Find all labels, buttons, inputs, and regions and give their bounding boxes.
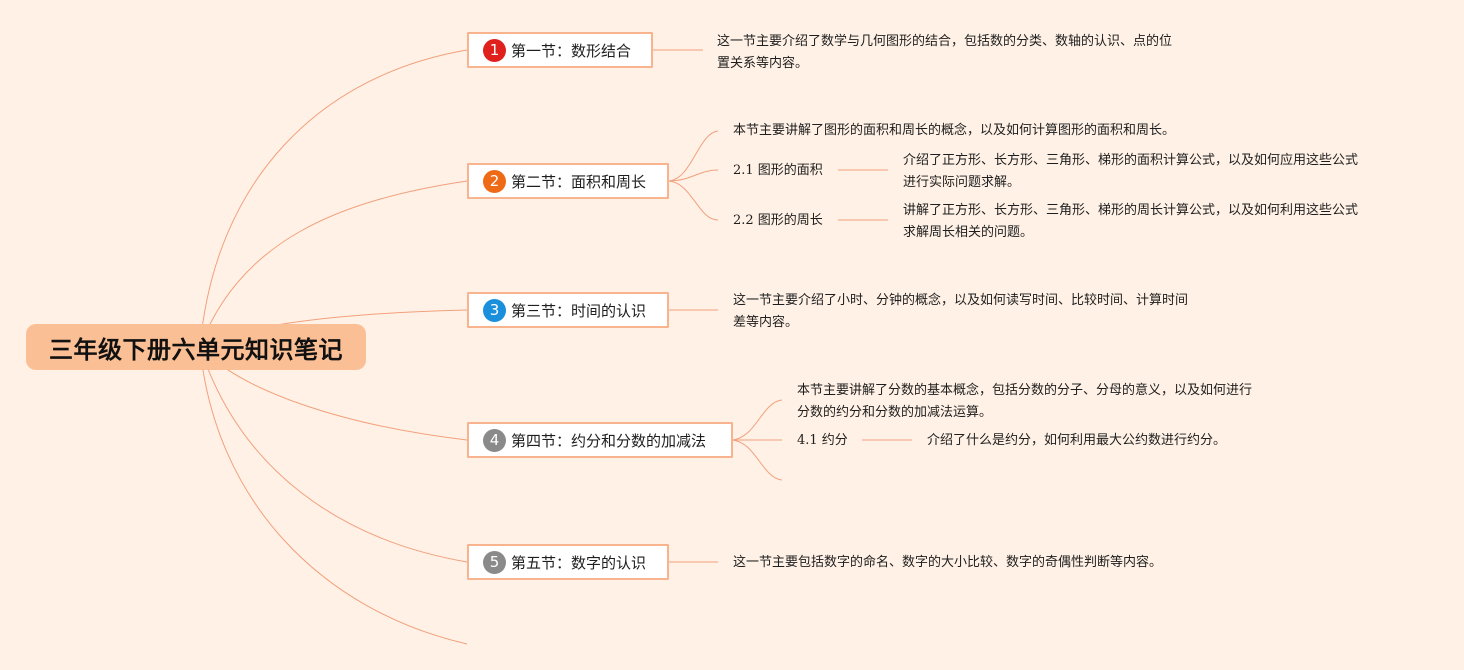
topic-1[interactable]: 1 第一节：数形结合: [467, 32, 653, 68]
connector-topic2-sub1: [667, 169, 719, 182]
note-line: 这一节主要介绍了小时、分钟的概念，以及如何读写时间、比较时间、计算时间: [733, 293, 1189, 308]
topic-3-note[interactable]: 这一节主要介绍了小时、分钟的概念，以及如何读写时间、比较时间、计算时间 差等内容…: [733, 290, 1188, 334]
connector-root-topic5: [199, 346, 468, 563]
note-line: 介绍了正方形、长方形、三角形、梯形的面积计算公式，以及如何应用这些公式: [903, 153, 1359, 168]
topic-5-label: 第五节：数字的认识: [511, 553, 647, 572]
number-badge-3: 3: [483, 298, 506, 322]
topic-4-label: 第四节：约分和分数的加减法: [511, 431, 707, 450]
topic-1-note[interactable]: 这一节主要介绍了数学与几何图形的结合，包括数的分类、数轴的认识、点的位 置关系等…: [717, 31, 1172, 75]
note-line: 本节主要讲解了图形的面积和周长的概念，以及如何计算图形的面积和周长。: [733, 123, 1176, 138]
topic-2-label: 第二节：面积和周长: [511, 172, 647, 191]
topic-3[interactable]: 3 第三节：时间的认识: [467, 292, 669, 328]
note-line: 讲解了正方形、长方形、三角形、梯形的周长计算公式，以及如何利用这些公式: [903, 203, 1359, 218]
note-line: 这一节主要包括数字的命名、数字的大小比较、数字的奇偶性判断等内容。: [733, 555, 1163, 570]
subtopic-2-1-note[interactable]: 介绍了正方形、长方形、三角形、梯形的面积计算公式，以及如何应用这些公式 进行实际…: [903, 150, 1358, 194]
connector-topic4-note: [731, 399, 783, 441]
number-badge-1: 1: [483, 38, 506, 62]
subtopic-2-2[interactable]: 2.2 图形的周长: [733, 213, 823, 228]
topic-5[interactable]: 5 第五节：数字的认识: [467, 544, 669, 580]
topic-1-label: 第一节：数形结合: [511, 41, 632, 60]
note-line: 求解周长相关的问题。: [903, 225, 1034, 240]
note-line: 本节主要讲解了分数的基本概念，包括分数的分子、分母的意义，以及如何进行: [797, 383, 1253, 398]
note-line: 介绍了什么是约分，如何利用最大公约数进行约分。: [927, 433, 1227, 448]
subtopic-2-1[interactable]: 2.1 图形的面积: [733, 163, 823, 178]
topic-5-note[interactable]: 这一节主要包括数字的命名、数字的大小比较、数字的奇偶性判断等内容。: [733, 552, 1162, 574]
connector-root-topic1: [199, 49, 468, 348]
topic-2-note[interactable]: 本节主要讲解了图形的面积和周长的概念，以及如何计算图形的面积和周长。: [733, 120, 1175, 142]
topic-3-label: 第三节：时间的认识: [511, 301, 647, 320]
connector-root-extra: [199, 346, 468, 645]
number-badge-5: 5: [483, 550, 506, 574]
subtopic-2-2-note[interactable]: 讲解了正方形、长方形、三角形、梯形的周长计算公式，以及如何利用这些公式 求解周长…: [903, 200, 1358, 244]
topic-4[interactable]: 4 第四节：约分和分数的加减法: [467, 422, 733, 458]
subtopic-4-1-note[interactable]: 介绍了什么是约分，如何利用最大公约数进行约分。: [927, 430, 1226, 452]
note-line: 差等内容。: [733, 315, 799, 330]
root-topic[interactable]: 三年级下册六单元知识笔记: [26, 324, 366, 370]
number-badge-2: 2: [483, 169, 506, 193]
topic-4-note[interactable]: 本节主要讲解了分数的基本概念，包括分数的分子、分母的意义，以及如何进行 分数的约…: [797, 380, 1252, 424]
connector-topic2-sub2: [667, 180, 719, 221]
subtopic-4-1[interactable]: 4.1 约分: [797, 433, 848, 448]
connector-topic2-note: [667, 130, 719, 182]
note-line: 这一节主要介绍了数学与几何图形的结合，包括数的分类、数轴的认识、点的位: [717, 34, 1173, 49]
connector-root-topic2: [199, 180, 468, 348]
note-line: 置关系等内容。: [717, 56, 809, 71]
note-line: 进行实际问题求解。: [903, 175, 1021, 190]
topic-2[interactable]: 2 第二节：面积和周长: [467, 163, 669, 199]
note-line: 分数的约分和分数的加减法运算。: [797, 405, 993, 420]
connector-topic4-extra: [731, 439, 783, 481]
number-badge-4: 4: [483, 428, 506, 452]
